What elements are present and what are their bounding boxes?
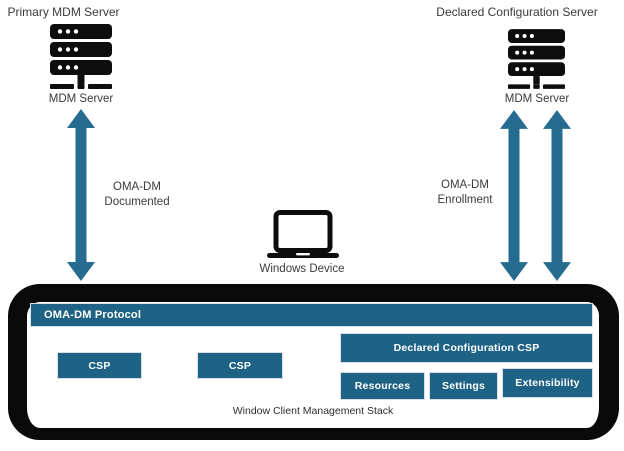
oma-dm-enrollment-line1: OMA-DM [441,179,489,191]
primary-server-title: Primary MDM Server [7,5,120,19]
laptop-icon [267,210,339,259]
extensibility-box: Extensibility [502,368,593,398]
oma-dm-enrollment-label: OMA-DM Enrollment [415,178,515,207]
windows-device-caption: Windows Device [259,263,345,275]
bidirectional-arrow-icon [66,109,96,281]
declared-server-caption: MDM Server [504,93,570,105]
bidirectional-arrow-icon [499,110,529,281]
server-stack-icon [50,24,112,90]
csp-box-2: CSP [197,352,283,379]
csp-box-1: CSP [57,352,142,379]
bidirectional-arrow-icon [542,110,572,281]
settings-box: Settings [429,372,498,400]
oma-dm-protocol-bar: OMA-DM Protocol [30,303,593,327]
server-stack-icon [508,29,565,90]
oma-dm-documented-label: OMA-DM Documented [87,180,187,209]
declared-server-title: Declared Configuration Server [436,5,598,19]
declared-configuration-csp-box: Declared Configuration CSP [340,333,593,363]
oma-dm-documented-line1: OMA-DM [113,181,161,193]
primary-server-caption: MDM Server [48,93,114,105]
oma-dm-documented-line2: Documented [104,195,170,208]
oma-dm-enrollment-line2: Enrollment [437,193,493,206]
stack-caption: Window Client Management Stack [232,405,394,417]
resources-box: Resources [340,372,425,400]
device-frame: OMA-DM Protocol CSP CSP Declared Configu… [8,284,619,440]
